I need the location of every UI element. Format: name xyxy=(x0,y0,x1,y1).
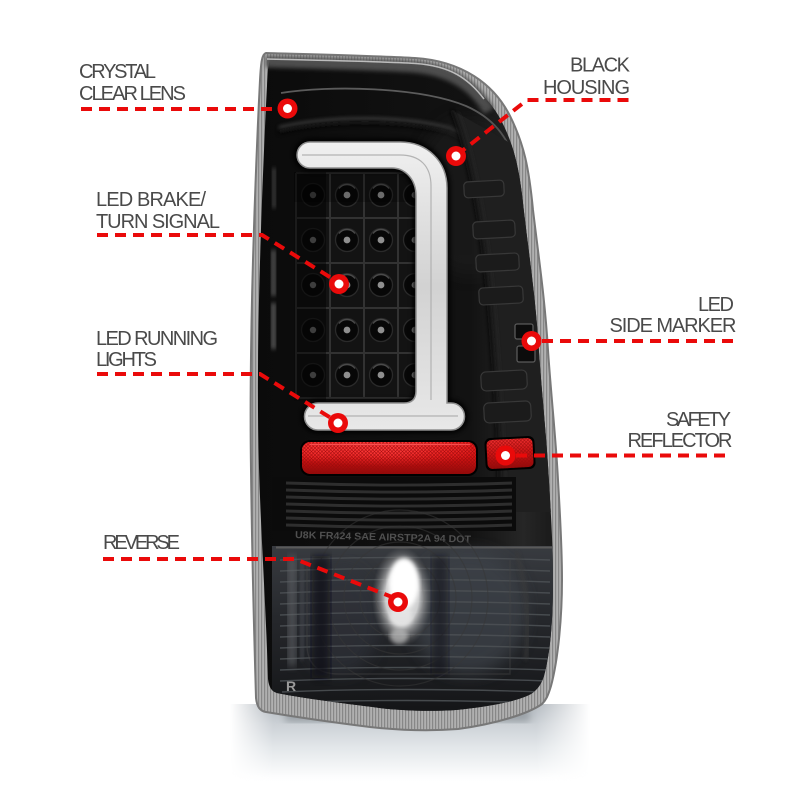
svg-text:HOUSING: HOUSING xyxy=(543,77,630,99)
svg-text:SAFETY: SAFETY xyxy=(666,409,731,431)
svg-text:LED BRAKE/: LED BRAKE/ xyxy=(96,189,206,211)
svg-text:LIGHTS: LIGHTS xyxy=(96,349,157,371)
svg-text:LED RUNNING: LED RUNNING xyxy=(96,328,218,350)
svg-text:REVERSE: REVERSE xyxy=(103,532,180,554)
svg-text:SIDE MARKER: SIDE MARKER xyxy=(610,315,737,337)
svg-text:CLEAR LENS: CLEAR LENS xyxy=(79,83,186,105)
svg-text:R: R xyxy=(286,678,296,694)
svg-text:BLACK: BLACK xyxy=(570,55,631,77)
svg-text:CRYSTAL: CRYSTAL xyxy=(79,61,156,83)
svg-text:REFLECTOR: REFLECTOR xyxy=(628,430,733,452)
svg-text:LED: LED xyxy=(698,294,734,316)
svg-text:TURN SIGNAL: TURN SIGNAL xyxy=(96,211,220,233)
